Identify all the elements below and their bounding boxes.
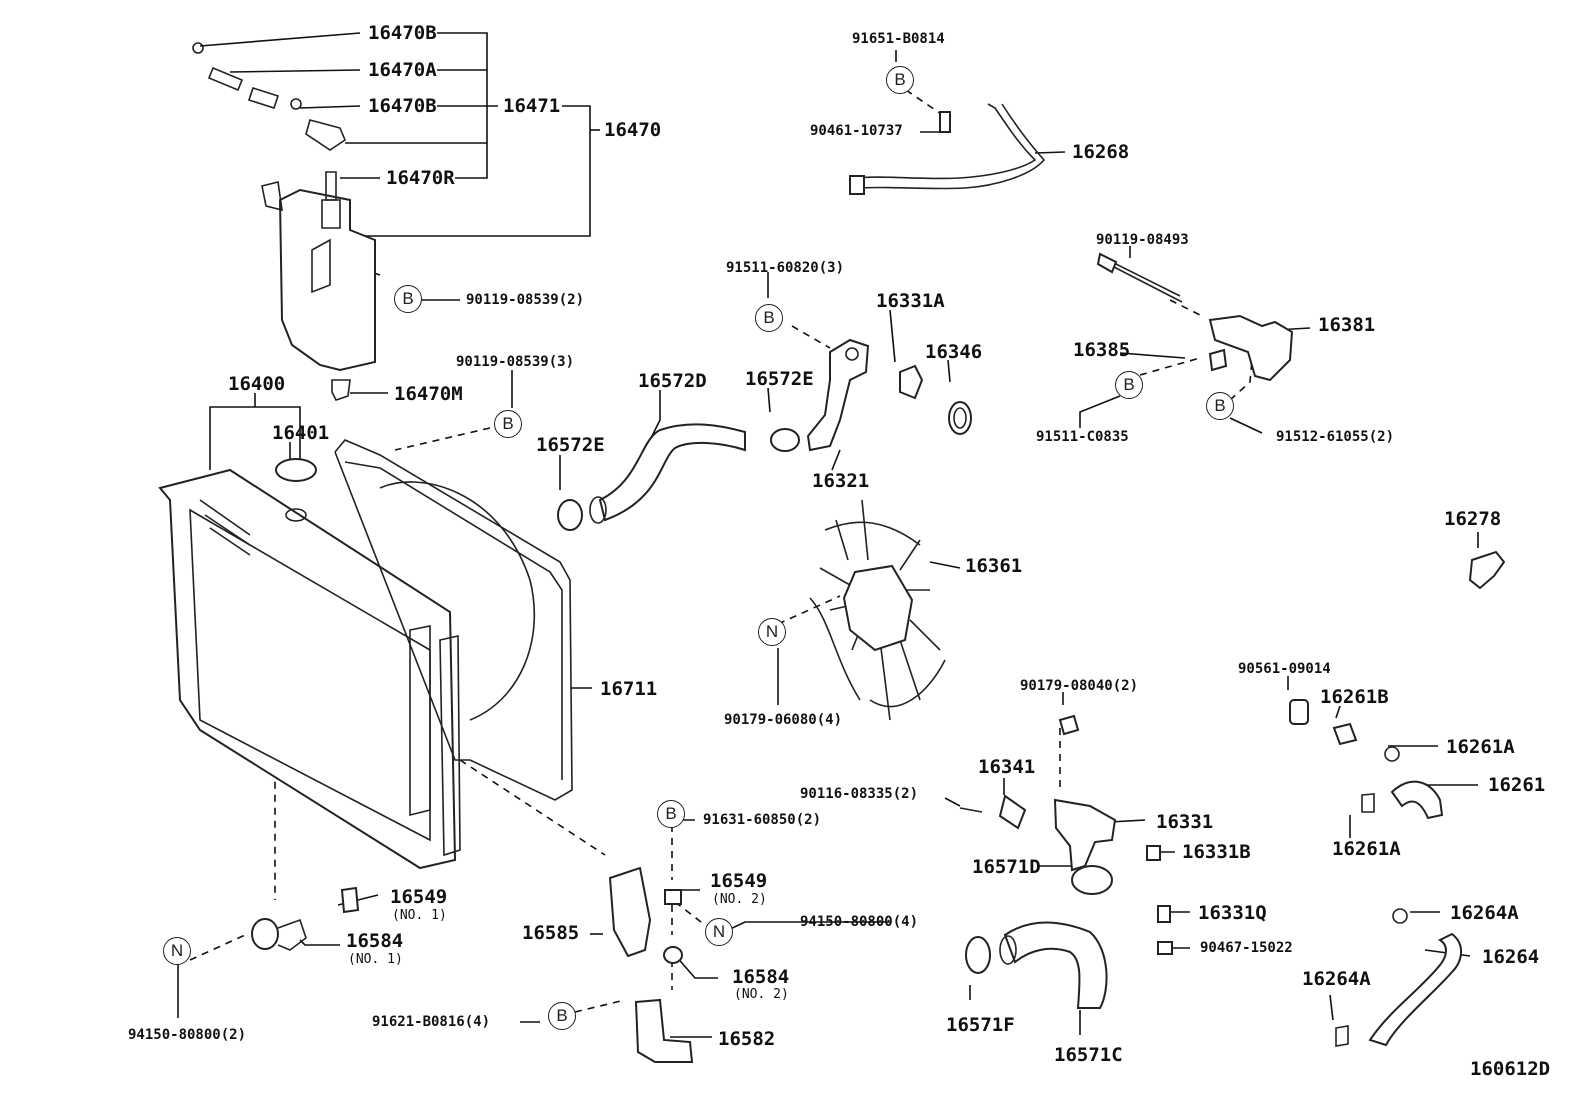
label-91511-60820-3: 91511-60820(3): [726, 260, 845, 276]
label-no2-16549: (NO. 2): [712, 892, 767, 907]
label-16470B-top: 16470B: [368, 22, 437, 44]
brackets-lower: [251, 866, 694, 1063]
label-90116-08335-2: 90116-08335(2): [800, 786, 919, 802]
label-16331Q: 16331Q: [1198, 902, 1267, 924]
marker-b-reservoir: B: [394, 285, 422, 313]
label-94150-80800-4: 94150-80800(4): [800, 914, 919, 930]
label-16470: 16470: [604, 119, 662, 141]
reservoir-cap-parts: [192, 42, 351, 401]
label-90119-08539-3: 90119-08539(3): [456, 354, 575, 370]
marker-b-lower-bracket: B: [657, 800, 685, 828]
label-16582: 16582: [718, 1028, 776, 1050]
upper-hose: [557, 423, 800, 531]
label-16264A-right: 16264A: [1450, 902, 1519, 924]
bypass-hose: [1468, 550, 1506, 590]
label-91631-60850-2: 91631-60850(2): [703, 812, 822, 828]
label-16361: 16361: [965, 555, 1023, 577]
label-90179-06080-4: 90179-06080(4): [724, 712, 843, 728]
label-16584-no2: 16584: [732, 966, 790, 988]
label-90467-15022: 90467-15022: [1200, 940, 1293, 956]
label-16549-no1: 16549: [390, 886, 448, 908]
marker-n-lower-left: N: [163, 937, 191, 965]
oil-pipe: [849, 103, 1046, 195]
label-16470A: 16470A: [368, 59, 437, 81]
label-no2-16584: (NO. 2): [734, 987, 789, 1002]
label-90119-08539-2: 90119-08539(2): [466, 292, 585, 308]
marker-b-bottom: B: [548, 1002, 576, 1030]
heater-hoses: [1289, 699, 1462, 1047]
label-91511-C0835: 91511-C0835: [1036, 429, 1129, 445]
label-94150-80800-2: 94150-80800(2): [128, 1027, 247, 1043]
label-16471: 16471: [503, 95, 561, 117]
label-16572E-right: 16572E: [745, 368, 814, 390]
label-16331B: 16331B: [1182, 841, 1251, 863]
label-no1-16584: (NO. 1): [348, 952, 403, 967]
label-90179-08040-2: 90179-08040(2): [1020, 678, 1139, 694]
marker-b-outlet: B: [755, 304, 783, 332]
fan: [809, 499, 946, 721]
label-16585: 16585: [522, 922, 580, 944]
leader-lines: [177, 32, 1479, 1038]
label-91621-B0816-4: 91621-B0816(4): [372, 1014, 491, 1030]
marker-n-cushion: N: [705, 918, 733, 946]
reservoir-tank: [261, 171, 376, 372]
radiator: [158, 458, 461, 870]
water-inlet-group: [959, 714, 1173, 955]
label-16572D: 16572D: [638, 370, 707, 392]
label-16264A-bottom: 16264A: [1302, 968, 1371, 990]
label-16321: 16321: [812, 470, 870, 492]
label-16331: 16331: [1156, 811, 1214, 833]
label-16470R: 16470R: [386, 167, 455, 189]
label-16268: 16268: [1072, 141, 1130, 163]
label-16261B: 16261B: [1320, 686, 1389, 708]
marker-b-bracket-right: B: [1206, 392, 1234, 420]
lower-hose: [965, 921, 1108, 1009]
label-16385: 16385: [1073, 339, 1131, 361]
label-16572E-left: 16572E: [536, 434, 605, 456]
marker-b-radiator: B: [494, 410, 522, 438]
marker-b-pipe: B: [886, 66, 914, 94]
label-16470M: 16470M: [394, 383, 463, 405]
water-outlet: [806, 338, 972, 452]
fan-shroud: [334, 439, 573, 801]
label-16401: 16401: [272, 422, 330, 444]
label-16331A: 16331A: [876, 290, 945, 312]
label-91512-61055-2: 91512-61055(2): [1276, 429, 1395, 445]
label-16264: 16264: [1482, 946, 1540, 968]
label-90119-08493: 90119-08493: [1096, 232, 1189, 248]
label-16571D: 16571D: [972, 856, 1041, 878]
marker-n-fan: N: [758, 618, 786, 646]
marker-b-bracket-left: B: [1115, 371, 1143, 399]
label-16711: 16711: [600, 678, 658, 700]
label-16571F: 16571F: [946, 1014, 1015, 1036]
label-90561-09014: 90561-09014: [1238, 661, 1331, 677]
label-16341: 16341: [978, 756, 1036, 778]
label-16571C: 16571C: [1054, 1044, 1123, 1066]
diagram-id: 160612D: [1470, 1058, 1551, 1080]
label-16400: 16400: [228, 373, 286, 395]
label-16549-no2: 16549: [710, 870, 768, 892]
label-16346: 16346: [925, 341, 983, 363]
label-16261A-right: 16261A: [1446, 736, 1515, 758]
label-16584-no1: 16584: [346, 930, 404, 952]
label-16470B-mid: 16470B: [368, 95, 437, 117]
label-16381: 16381: [1318, 314, 1376, 336]
label-16261A-bottom: 16261A: [1332, 838, 1401, 860]
label-16278: 16278: [1444, 508, 1502, 530]
label-90461-10737: 90461-10737: [810, 123, 903, 139]
label-16261: 16261: [1488, 774, 1546, 796]
bracket-bolt: [1096, 252, 1294, 382]
label-no1-16549: (NO. 1): [392, 908, 447, 923]
label-91651-B0814: 91651-B0814: [852, 31, 945, 47]
